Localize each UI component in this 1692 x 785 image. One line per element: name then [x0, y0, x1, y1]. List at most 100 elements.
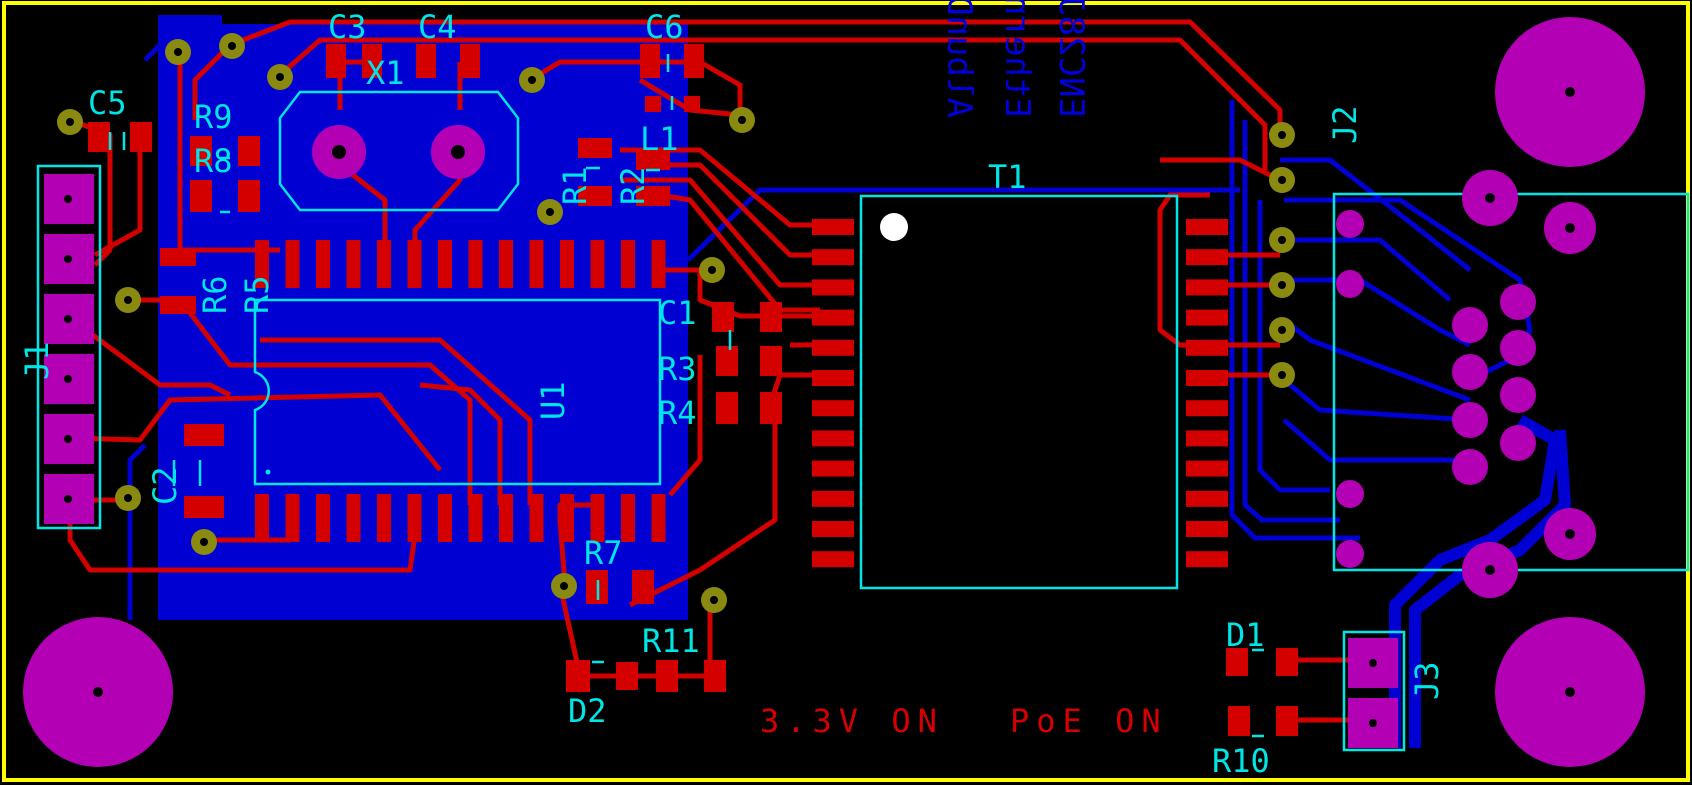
via-drill [1278, 236, 1286, 244]
t1-pad [1186, 279, 1228, 296]
bottom-trace [1229, 100, 1360, 541]
u1-pin [285, 240, 300, 288]
pad [684, 96, 700, 112]
bottom-ground-pour [158, 15, 688, 620]
label-r10: R10 [1212, 742, 1270, 780]
u1-outline [253, 298, 662, 486]
top-trace [419, 382, 503, 505]
via-drill [710, 596, 718, 604]
via-drill [1278, 131, 1286, 139]
label-d1: D1 [1226, 616, 1265, 654]
via-drill [1278, 371, 1286, 379]
bottom-trace [1284, 277, 1472, 348]
top-trace [229, 19, 1283, 135]
u1-pin [377, 494, 391, 542]
label-r3: R3 [658, 350, 697, 388]
bottom-trace [143, 43, 162, 62]
t1-pad [1186, 521, 1228, 537]
t1-outline [859, 194, 1179, 590]
silkscreen-layer [36, 54, 1690, 752]
pad [656, 660, 678, 692]
pad [160, 296, 196, 314]
via-drill [1278, 326, 1286, 334]
u1-pin [377, 240, 391, 288]
j1-header-outline [36, 164, 102, 530]
pad [326, 44, 346, 78]
pad [160, 248, 196, 266]
drill-hole [64, 435, 72, 443]
pad [184, 424, 224, 446]
rj45-led-pin [1336, 480, 1364, 508]
bottom-trace [1282, 378, 1471, 423]
rj45-signal-pin [1500, 330, 1536, 366]
u1-pin [529, 240, 544, 288]
label-c6: C6 [645, 8, 684, 46]
pad [88, 122, 110, 152]
drill-hole [64, 195, 72, 203]
bottom-trace [1284, 237, 1452, 302]
top-trace [260, 337, 533, 505]
u1-pin [499, 494, 513, 542]
x1-crystal-outline [278, 90, 520, 212]
t1-pin1-dot [880, 213, 908, 241]
u1-pin [285, 494, 300, 542]
drill-holes [64, 87, 1575, 727]
pad [760, 346, 782, 376]
pad [1226, 648, 1248, 676]
pad [238, 180, 260, 212]
u1-pin [590, 240, 605, 288]
bottom-trace [686, 187, 1240, 262]
drill-hole [1565, 529, 1575, 539]
pad [616, 662, 638, 690]
label-r9: R9 [194, 98, 233, 136]
drill-hole [1485, 193, 1495, 203]
pad [460, 44, 480, 78]
top-trace [1160, 157, 1282, 183]
t1-pad [1186, 309, 1228, 326]
t1-pad [1186, 551, 1228, 568]
via-drill [228, 42, 236, 50]
u1-pin [316, 240, 330, 288]
bottom-trace [127, 443, 147, 620]
t1-pad [1186, 339, 1228, 356]
label-j1: J1 [18, 341, 56, 380]
t1-pad [812, 370, 854, 386]
u1-pin [529, 494, 544, 542]
t1-pad [1186, 219, 1228, 235]
drill-hole [93, 687, 103, 697]
drill-hole [332, 145, 346, 159]
drill-hole [1485, 565, 1495, 575]
t1-pad [812, 430, 854, 447]
led-labels: 3.3V ON PoE ON [760, 702, 1161, 740]
top-trace [628, 405, 778, 608]
label-x1: X1 [366, 54, 405, 92]
top-trace [668, 355, 703, 497]
pad [578, 186, 612, 206]
via-drill [738, 116, 746, 124]
u1-pin [438, 240, 452, 288]
label-r6: R6 [196, 275, 234, 314]
top-trace [659, 192, 820, 313]
u1-pin [499, 240, 513, 288]
bottom-copper-text: ENC28J60 Ethernet module AlbunDrakes 201… [939, 0, 1091, 118]
t1-pad [1186, 400, 1228, 417]
t1-pad [1186, 370, 1228, 386]
rj45-signal-pin [1452, 402, 1488, 438]
via-drill [560, 582, 568, 590]
top-trace [192, 43, 232, 120]
t1-pad [812, 551, 854, 568]
t1-pad [812, 309, 854, 326]
bottom-trace [1242, 120, 1340, 523]
label-c4: C4 [418, 8, 457, 46]
bottom-text-module: Ethernet module [997, 0, 1037, 118]
rj45-led-pin [1336, 270, 1364, 298]
label-u1: U1 [534, 381, 572, 420]
pad [184, 496, 224, 518]
pad [640, 44, 660, 78]
label-d2: D2 [568, 692, 607, 730]
t1-pad [812, 490, 854, 507]
u1-pin [468, 240, 483, 288]
u1-pin [621, 494, 635, 542]
u1-pin [316, 494, 330, 542]
top-trace [69, 392, 442, 472]
